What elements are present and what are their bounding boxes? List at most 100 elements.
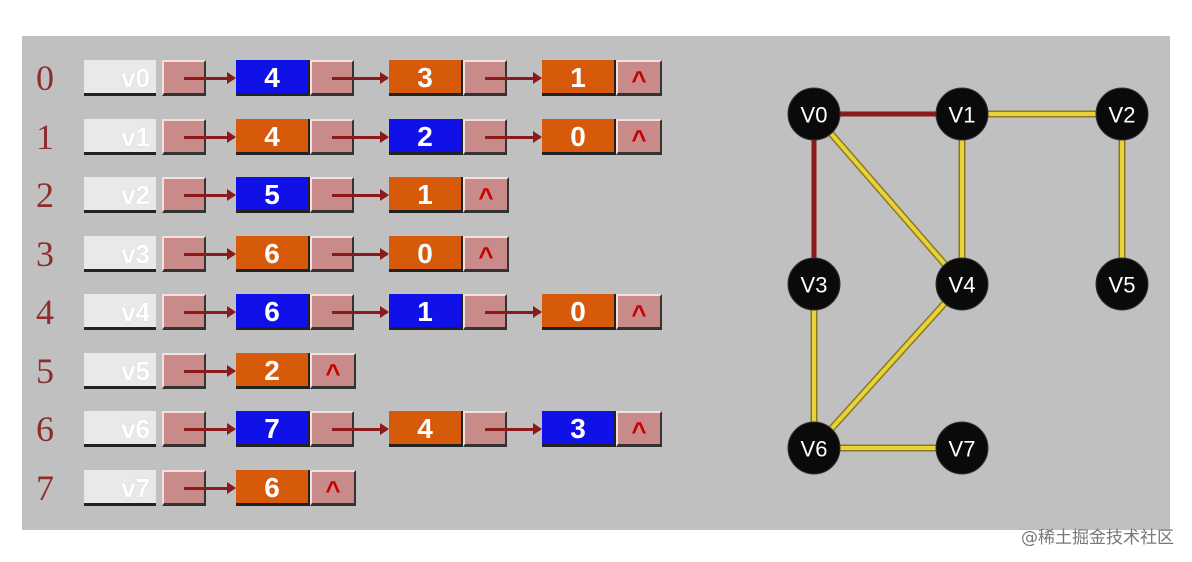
pointer-arrow bbox=[332, 306, 389, 318]
vertex-cell: v4 bbox=[84, 294, 156, 330]
node-value-cell: 1 bbox=[389, 177, 463, 213]
node-value-cell: 0 bbox=[542, 118, 616, 155]
vertex-v2: V2 bbox=[1095, 87, 1149, 141]
row-index: 1 bbox=[36, 116, 54, 157]
vertex-v7: V7 bbox=[935, 421, 989, 475]
pointer-arrow bbox=[485, 306, 542, 318]
adjacency-row: 6 v6 7 4 3^ bbox=[22, 407, 722, 451]
vertex-cell: v7 bbox=[84, 469, 156, 506]
vertex-circle bbox=[787, 421, 841, 475]
vertex-label: V6 bbox=[801, 437, 828, 462]
adjacency-row: 5 v5 2^ bbox=[22, 349, 722, 393]
vertex-v4: V4 bbox=[935, 257, 989, 311]
pointer-arrow bbox=[332, 130, 389, 143]
node-value-cell: 1 bbox=[389, 294, 463, 330]
null-pointer-cell: ^ bbox=[463, 177, 509, 213]
vertex-cell: v0 bbox=[84, 60, 156, 96]
pointer-arrow bbox=[485, 423, 542, 435]
row-index: 7 bbox=[36, 467, 54, 508]
vertex-circle bbox=[935, 421, 989, 475]
node-value-cell: 1 bbox=[542, 60, 616, 96]
node-value-cell: 4 bbox=[389, 411, 463, 447]
pointer-arrow bbox=[184, 189, 236, 201]
node-value-cell: 6 bbox=[236, 235, 310, 272]
adjacency-row: 4 v4 6 1 0^ bbox=[22, 290, 722, 334]
vertex-v0: V0 bbox=[787, 87, 841, 141]
row-index: 6 bbox=[36, 409, 54, 449]
node-value-cell: 6 bbox=[236, 469, 310, 506]
pointer-arrow bbox=[184, 306, 236, 318]
vertex-circle bbox=[1095, 257, 1149, 311]
pointer-arrow bbox=[184, 72, 236, 84]
pointer-arrow bbox=[332, 189, 389, 201]
pointer-arrow bbox=[332, 72, 389, 84]
node-value-cell: 7 bbox=[236, 411, 310, 447]
edge-v0-v4 bbox=[812, 112, 964, 286]
adjacency-row: 7 v7 6^ bbox=[22, 466, 722, 510]
pointer-arrow bbox=[184, 364, 236, 377]
node-value-cell: 6 bbox=[236, 294, 310, 330]
adjacency-row: 2 v2 5 1^ bbox=[22, 173, 722, 217]
adjacency-row: 3 v3 6 0^ bbox=[22, 232, 722, 276]
vertex-label: V5 bbox=[1109, 273, 1136, 298]
vertex-cell: v2 bbox=[84, 177, 156, 213]
row-index: 0 bbox=[36, 58, 54, 98]
pointer-arrow bbox=[184, 130, 236, 143]
null-pointer-cell: ^ bbox=[463, 235, 509, 272]
row-index: 5 bbox=[36, 350, 54, 391]
pointer-arrow bbox=[184, 481, 236, 494]
vertex-label: V1 bbox=[949, 103, 976, 128]
vertex-label: V7 bbox=[949, 437, 976, 462]
vertex-label: V2 bbox=[1109, 103, 1136, 128]
null-pointer-cell: ^ bbox=[616, 118, 662, 155]
null-pointer-cell: ^ bbox=[310, 469, 356, 506]
pointer-arrow bbox=[332, 247, 389, 260]
vertex-cell: v6 bbox=[84, 411, 156, 447]
node-value-cell: 2 bbox=[236, 352, 310, 389]
vertex-circle bbox=[935, 87, 989, 141]
pointer-arrow bbox=[184, 423, 236, 435]
vertex-cell: v1 bbox=[84, 118, 156, 155]
adjacency-row: 1 v1 4 2 0^ bbox=[22, 115, 722, 159]
vertex-label: V3 bbox=[801, 273, 828, 298]
null-pointer-cell: ^ bbox=[616, 294, 662, 330]
vertex-label: V4 bbox=[949, 273, 976, 298]
vertex-v3: V3 bbox=[787, 257, 841, 311]
row-index: 4 bbox=[36, 292, 54, 332]
null-pointer-cell: ^ bbox=[616, 411, 662, 447]
node-value-cell: 3 bbox=[542, 411, 616, 447]
vertex-cell: v5 bbox=[84, 352, 156, 389]
vertex-label: V0 bbox=[801, 103, 828, 128]
pointer-arrow bbox=[485, 130, 542, 143]
node-value-cell: 0 bbox=[542, 294, 616, 330]
node-value-cell: 4 bbox=[236, 60, 310, 96]
edge-v4-v6 bbox=[812, 282, 964, 450]
next-pointer-cell bbox=[310, 235, 354, 272]
vertex-circle bbox=[787, 257, 841, 311]
adjacency-row: 0 v0 4 3 1^ bbox=[22, 56, 722, 100]
node-value-cell: 4 bbox=[236, 118, 310, 155]
vertex-cell: v3 bbox=[84, 235, 156, 272]
vertex-circle bbox=[935, 257, 989, 311]
vertex-v6: V6 bbox=[787, 421, 841, 475]
node-value-cell: 0 bbox=[389, 235, 463, 272]
null-pointer-cell: ^ bbox=[616, 60, 662, 96]
pointer-arrow bbox=[184, 247, 236, 260]
null-pointer-cell: ^ bbox=[310, 352, 356, 389]
node-value-cell: 3 bbox=[389, 60, 463, 96]
node-value-cell: 5 bbox=[236, 177, 310, 213]
vertex-circle bbox=[1095, 87, 1149, 141]
row-index: 2 bbox=[36, 175, 54, 215]
row-index: 3 bbox=[36, 233, 54, 274]
pointer-arrow bbox=[485, 72, 542, 84]
vertex-v1: V1 bbox=[935, 87, 989, 141]
pointer-arrow bbox=[332, 423, 389, 435]
vertex-v5: V5 bbox=[1095, 257, 1149, 311]
node-value-cell: 2 bbox=[389, 118, 463, 155]
watermark: @稀土掘金技术社区 bbox=[1021, 528, 1174, 548]
vertex-circle bbox=[787, 87, 841, 141]
